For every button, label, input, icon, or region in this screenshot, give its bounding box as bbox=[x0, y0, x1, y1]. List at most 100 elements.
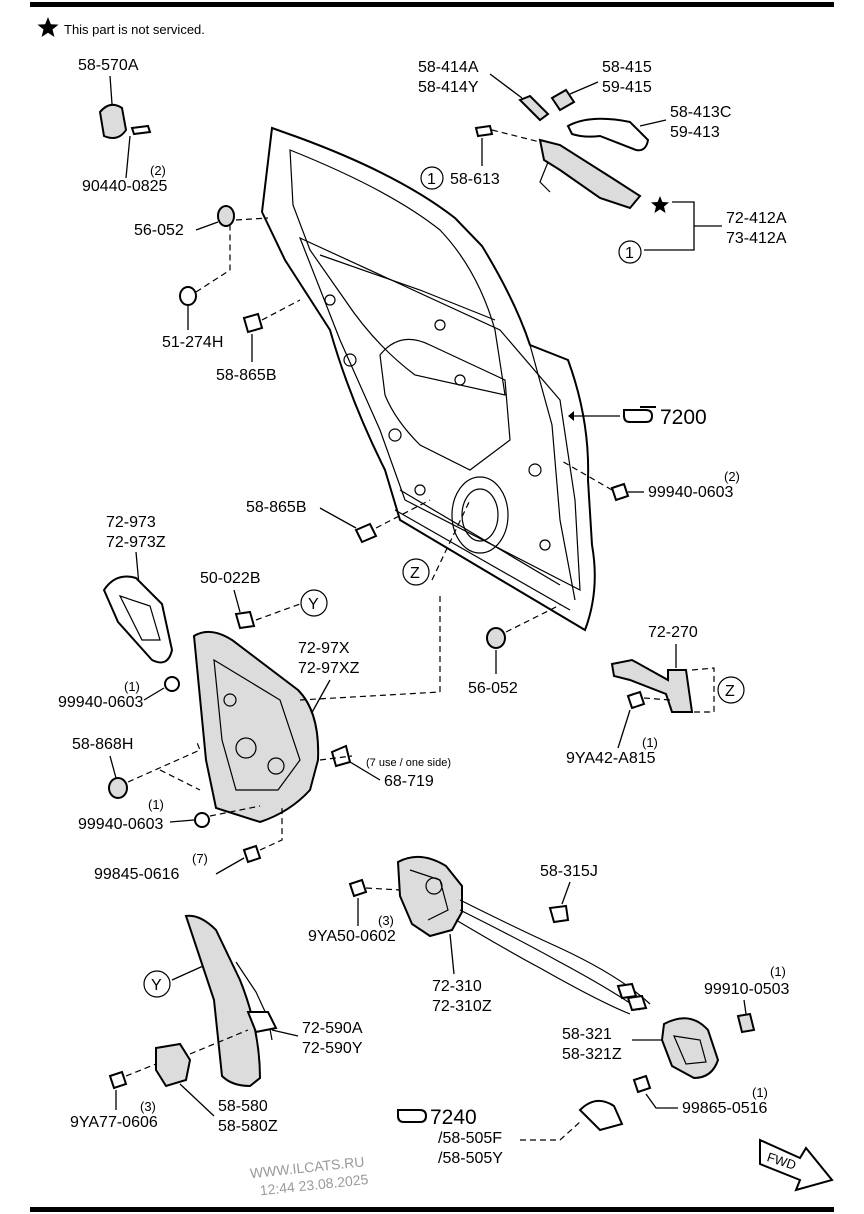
callout-9YA50: 9YA50-0602 bbox=[308, 928, 396, 945]
bottom-border bbox=[30, 1207, 834, 1212]
part-56-052-top[interactable] bbox=[217, 205, 235, 227]
part-72-310[interactable] bbox=[396, 855, 463, 938]
part-58-315J[interactable] bbox=[548, 904, 570, 924]
star-icon-72-412A bbox=[651, 196, 669, 213]
part-58-505F[interactable] bbox=[578, 1099, 624, 1132]
part-72-590A-bracket[interactable] bbox=[246, 1011, 278, 1034]
callout-90440-0825: 90440-0825 bbox=[82, 178, 168, 195]
part-99940-0603-left1[interactable] bbox=[164, 676, 180, 692]
part-58-580[interactable] bbox=[155, 1042, 192, 1088]
part-58-415[interactable] bbox=[550, 88, 576, 112]
callout-58-865B-mid: 58-865B bbox=[246, 499, 307, 516]
callout-68-719: 68-719 bbox=[384, 773, 434, 790]
callout-58-613: 58-613 bbox=[450, 171, 500, 188]
callout-72-97XZ: 72-97XZ bbox=[298, 660, 360, 677]
callout-99845-qty: (7) bbox=[192, 851, 208, 866]
part-50-022B[interactable] bbox=[234, 610, 256, 630]
part-9YA50-0602[interactable] bbox=[348, 878, 368, 898]
part-72-590A[interactable] bbox=[184, 914, 262, 1088]
part-58-613[interactable] bbox=[474, 124, 494, 138]
callout-99910-qty: (1) bbox=[770, 964, 786, 979]
callout-58-415: 58-415 bbox=[602, 59, 652, 76]
callout-72-590Y: 72-590Y bbox=[302, 1040, 363, 1057]
star-icon bbox=[37, 17, 59, 37]
callout-73-412A: 73-412A bbox=[726, 230, 787, 247]
part-58-413C[interactable] bbox=[566, 117, 650, 152]
callout-72-310Z: 72-310Z bbox=[432, 998, 492, 1015]
callout-72-97X: 72-97X bbox=[298, 640, 350, 657]
callout-9YA50-qty: (3) bbox=[378, 913, 394, 928]
callout-51-274H: 51-274H bbox=[162, 334, 223, 351]
callout-58-321Z: 58-321Z bbox=[562, 1046, 622, 1063]
rear-door-panel[interactable] bbox=[260, 126, 596, 632]
part-9YA77-0606[interactable] bbox=[108, 1070, 128, 1090]
ref-7240: 7240 bbox=[430, 1106, 477, 1129]
part-72-270[interactable] bbox=[610, 658, 694, 713]
part-58-868H[interactable] bbox=[108, 777, 128, 799]
part-58-414A[interactable] bbox=[518, 94, 550, 122]
callout-90440-qty: (2) bbox=[150, 163, 166, 178]
callout-72-412A: 72-412A bbox=[726, 210, 787, 227]
circle-marker-Y-bottom-label: Y bbox=[151, 977, 162, 994]
part-99865-0516[interactable] bbox=[632, 1074, 652, 1094]
circle-marker-Y-top bbox=[300, 589, 328, 617]
part-58-321[interactable] bbox=[660, 1017, 720, 1080]
circle-marker-1-top-label: 1 bbox=[427, 171, 436, 188]
part-68-719[interactable] bbox=[330, 744, 352, 768]
circle-marker-Y-top-label: Y bbox=[308, 596, 319, 613]
callout-58-414Y: 58-414Y bbox=[418, 79, 479, 96]
part-51-274H[interactable] bbox=[179, 286, 197, 306]
part-56-052-bottom[interactable] bbox=[486, 627, 506, 649]
ref-7200-arrowhead bbox=[568, 411, 574, 421]
circle-marker-Z-top-label: Z bbox=[410, 565, 420, 582]
callout-58-505Y: /58-505Y bbox=[438, 1150, 503, 1167]
part-9YA42-A815[interactable] bbox=[626, 690, 646, 710]
callout-58-505F: /58-505F bbox=[438, 1130, 502, 1147]
part-72-973[interactable] bbox=[102, 575, 174, 664]
part-99940-0603-right[interactable] bbox=[610, 482, 630, 502]
callout-99940-left1: 99940-0603 bbox=[58, 694, 144, 711]
callout-72-973: 72-973 bbox=[106, 514, 156, 531]
circle-marker-1-top bbox=[420, 166, 444, 190]
callout-58-580: 58-580 bbox=[218, 1098, 268, 1115]
callout-58-315J: 58-315J bbox=[540, 863, 598, 880]
callout-68-719-note: (7 use / one side) bbox=[366, 757, 451, 769]
top-border bbox=[30, 2, 834, 7]
callout-50-022B: 50-022B bbox=[200, 570, 261, 587]
callout-56-052-top: 56-052 bbox=[134, 222, 184, 239]
callout-9YA77: 9YA77-0606 bbox=[70, 1114, 158, 1131]
callout-58-321: 58-321 bbox=[562, 1026, 612, 1043]
callout-99940-right: 99940-0603 bbox=[648, 484, 734, 501]
part-58-570A[interactable] bbox=[98, 103, 128, 139]
callout-99865: 99865-0516 bbox=[682, 1100, 768, 1117]
circle-marker-Z-top bbox=[402, 558, 430, 586]
callout-99940-left2: 99940-0603 bbox=[78, 816, 164, 833]
part-90440-0825[interactable] bbox=[130, 124, 152, 136]
circle-marker-Z-bottom bbox=[717, 676, 745, 704]
circle-marker-Y-bottom bbox=[143, 970, 171, 998]
callout-58-580Z: 58-580Z bbox=[218, 1118, 278, 1135]
callout-9YA77-qty: (3) bbox=[140, 1099, 156, 1114]
watermark: WWW.ILCATS.RU 12:44 23.08.2025 bbox=[249, 1153, 369, 1198]
callout-9YA42: 9YA42-A815 bbox=[566, 750, 656, 767]
callout-56-052-bottom: 56-052 bbox=[468, 680, 518, 697]
callout-58-413C: 58-413C bbox=[670, 104, 731, 121]
callout-58-570A: 58-570A bbox=[78, 57, 139, 74]
part-99845-0616[interactable] bbox=[242, 844, 262, 864]
part-72-412A[interactable] bbox=[538, 138, 642, 210]
part-99910-0503[interactable] bbox=[736, 1012, 756, 1034]
callout-99910: 99910-0503 bbox=[704, 981, 790, 998]
callout-58-868H: 58-868H bbox=[72, 736, 133, 753]
part-58-865B-top[interactable] bbox=[242, 312, 264, 334]
callout-72-973Z: 72-973Z bbox=[106, 534, 166, 551]
callout-72-590A: 72-590A bbox=[302, 1020, 363, 1037]
part-72-97X[interactable] bbox=[192, 630, 320, 824]
callout-58-865B-top: 58-865B bbox=[216, 367, 277, 384]
pointing-hand-icon-7240 bbox=[397, 1109, 428, 1123]
callout-99845: 99845-0616 bbox=[94, 866, 180, 883]
part-99940-0603-left2[interactable] bbox=[194, 812, 210, 828]
callout-99940-right-qty: (2) bbox=[724, 469, 740, 484]
part-58-865B-mid[interactable] bbox=[354, 522, 378, 544]
header-note: This part is not serviced. bbox=[64, 22, 205, 37]
callout-9YA42-qty: (1) bbox=[642, 735, 658, 750]
